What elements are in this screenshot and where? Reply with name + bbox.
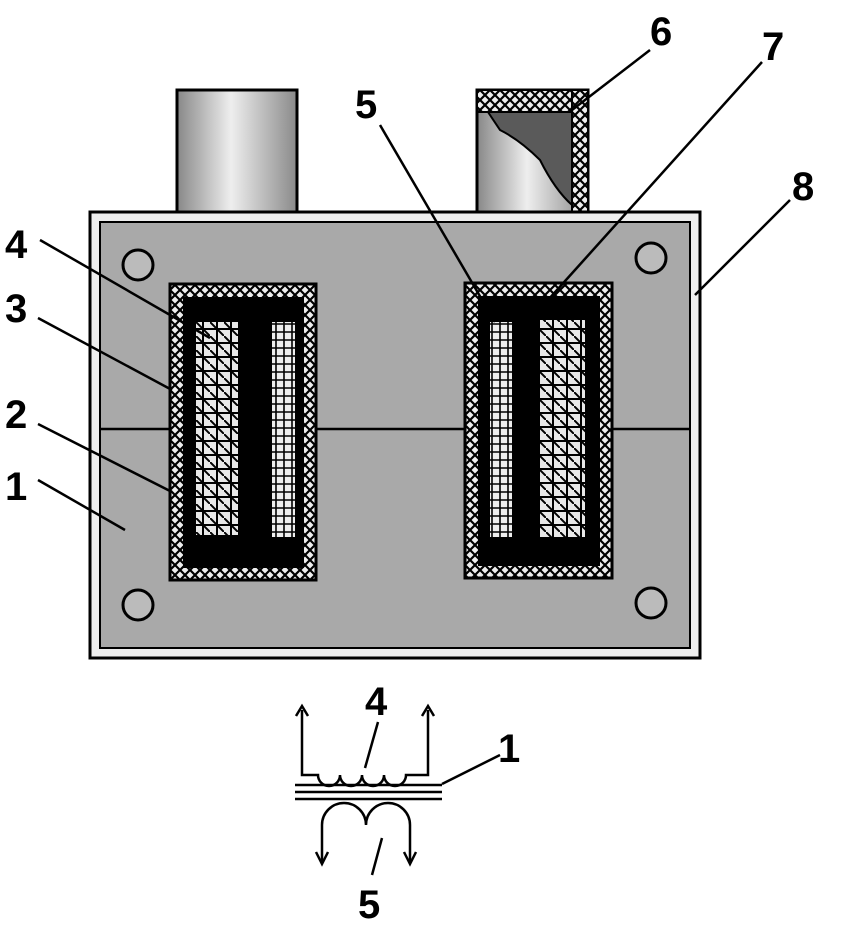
secondary-winding-right (490, 322, 512, 537)
label-terminal-sleeve: 6 (650, 10, 672, 54)
secondary-coil-symbol (320, 801, 412, 862)
primary-winding-right (538, 320, 585, 537)
schematic-label-primary: 4 (365, 680, 388, 724)
leader-lines (37, 49, 791, 532)
schematic-label-secondary: 5 (358, 883, 380, 927)
right-winding-window (463, 281, 614, 580)
label-primary-winding: 4 (5, 223, 28, 267)
schematic-label-core: 1 (498, 727, 520, 771)
primary-winding-left (196, 322, 238, 535)
right-terminal-cutaway (475, 88, 590, 217)
label-secondary-winding: 5 (355, 83, 377, 127)
left-winding-window (168, 282, 318, 582)
label-core: 1 (5, 465, 27, 509)
label-housing: 8 (792, 165, 814, 209)
label-casing-wall: 3 (5, 287, 27, 331)
left-terminal (175, 88, 299, 220)
primary-coil-symbol (300, 710, 430, 788)
label-insulation: 2 (5, 393, 27, 437)
secondary-winding-left (272, 322, 295, 537)
mounting-holes (121, 241, 668, 622)
label-filling: 7 (762, 25, 784, 69)
transformer-schematic: 4 1 5 (294, 680, 520, 927)
